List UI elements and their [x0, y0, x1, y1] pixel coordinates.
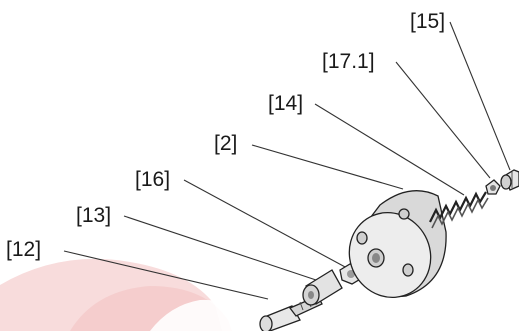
part-17-1-ring	[485, 179, 501, 195]
part-2-disk	[348, 190, 447, 299]
leader-line-16	[183, 179, 348, 269]
callout-14-label: [14]	[268, 92, 303, 115]
leader-line-15	[449, 21, 511, 171]
callout-14: [14]	[268, 92, 465, 196]
callout-2-label: [2]	[214, 132, 237, 155]
callout-17-1-label: [17.1]	[322, 50, 375, 73]
part-14-spring	[429, 191, 489, 229]
part-12-bolt	[259, 295, 323, 331]
leader-line-17-1	[395, 61, 491, 179]
leader-line-2	[251, 144, 404, 190]
callout-16: [16]	[135, 168, 348, 269]
callout-17-1: [17.1]	[322, 50, 491, 179]
callout-2: [2]	[214, 132, 404, 190]
leader-line-13	[123, 215, 317, 281]
callout-12: [12]	[6, 238, 269, 300]
callout-15-label: [15]	[410, 10, 445, 33]
part-13-sleeve	[302, 269, 343, 306]
part-15-fitting	[500, 169, 519, 191]
callout-12-label: [12]	[6, 238, 41, 261]
watermark-logo	[0, 258, 242, 331]
leader-line-12	[63, 250, 269, 300]
leader-line-14	[314, 103, 465, 196]
callout-13: [13]	[76, 204, 317, 281]
callout-13-label: [13]	[76, 204, 111, 227]
callout-15: [15]	[410, 10, 511, 171]
callout-16-label: [16]	[135, 168, 170, 191]
